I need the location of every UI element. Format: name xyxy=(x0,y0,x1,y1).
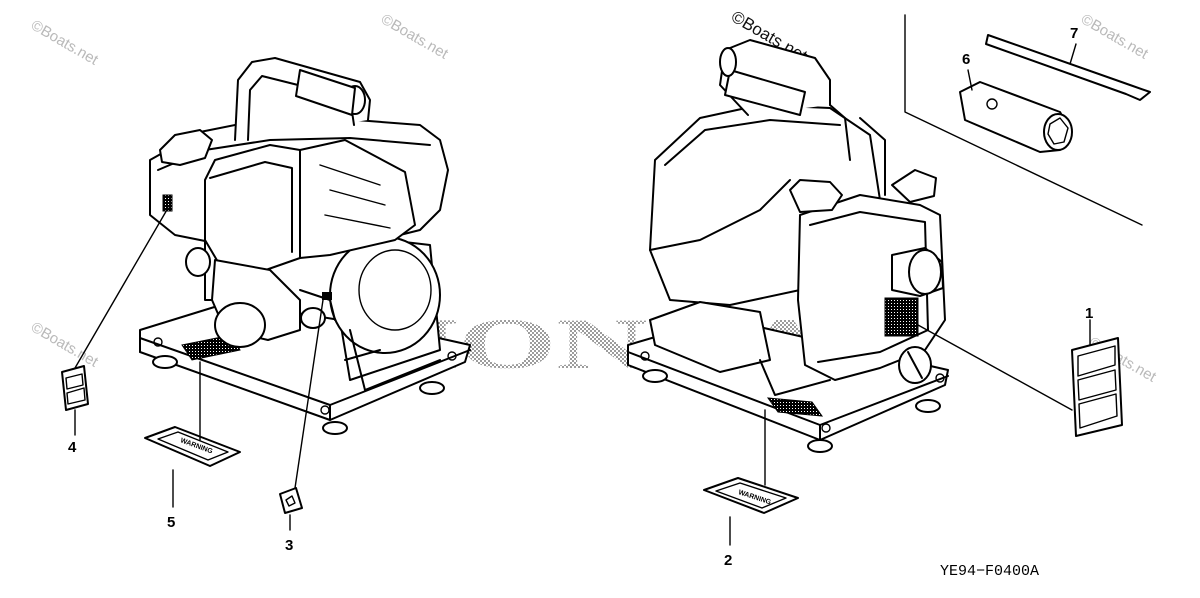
water-pump-rear-view xyxy=(627,39,949,453)
callout-numbers: 1 2 3 4 5 6 7 xyxy=(68,25,1093,569)
diagram-code: YE94−F0400A xyxy=(940,563,1039,580)
callout-6: 6 xyxy=(962,51,970,68)
decal-part-4[interactable] xyxy=(61,365,89,411)
callout-1: 1 xyxy=(1085,305,1093,322)
decal-part-3[interactable] xyxy=(279,487,303,514)
watermark: ©Boats.net xyxy=(28,17,102,69)
callout-3: 3 xyxy=(285,537,293,554)
water-pump-front-view xyxy=(139,57,471,435)
callout-2: 2 xyxy=(724,552,732,569)
decal-part-1[interactable] xyxy=(1071,337,1123,437)
tools-inset xyxy=(904,14,1151,226)
decal-part-5-warning-label[interactable]: WARNING xyxy=(144,426,241,467)
watermark: ©Boats.net xyxy=(1078,11,1152,63)
watermark: ©Boats.net xyxy=(28,319,102,371)
callout-4: 4 xyxy=(68,439,77,456)
leader-lines xyxy=(74,43,1091,546)
callout-7: 7 xyxy=(1070,25,1078,42)
watermark: ©Boats.net xyxy=(378,11,452,63)
callout-5: 5 xyxy=(167,514,175,531)
decal-part-2-warning-label[interactable]: WARNING xyxy=(703,477,799,514)
